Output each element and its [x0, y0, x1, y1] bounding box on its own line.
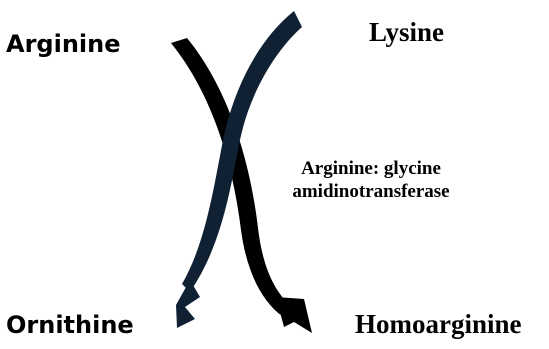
- product-homoarginine-label: Homoarginine: [355, 309, 522, 339]
- substrate-lysine-label: Lysine: [369, 17, 445, 47]
- curved-arrow-lysine-to-ornithine: [176, 11, 302, 328]
- enzyme-label-line1: Arginine: glycine: [301, 158, 441, 179]
- enzyme-label-line2: amidinotransferase: [292, 181, 450, 202]
- substrate-arginine-label: Arginine: [6, 30, 121, 58]
- product-ornithine-label: Ornithine: [6, 311, 134, 339]
- enzyme-label: Arginine: glycine amidinotransferase: [267, 157, 475, 203]
- curved-arrow-arginine-to-homoarginine: [171, 38, 312, 333]
